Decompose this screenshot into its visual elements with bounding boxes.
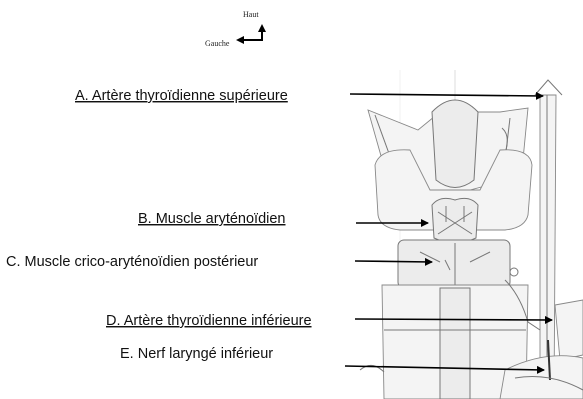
orientation-compass: Haut Gauche	[205, 10, 266, 48]
label-a-group: A. Artère thyroïdienne supérieure	[75, 88, 543, 104]
label-c-text: C. Muscle crico-aryténoïdien postérieur	[6, 254, 258, 270]
label-a-arrow	[350, 94, 543, 96]
label-c-arrow	[355, 261, 432, 262]
label-b-text: B. Muscle aryténoïdien	[138, 211, 286, 227]
compass-up-label: Haut	[243, 10, 259, 19]
label-d-arrow	[355, 319, 552, 320]
label-d-text: D. Artère thyroïdienne inférieure	[106, 313, 312, 329]
label-a-text: A. Artère thyroïdienne supérieure	[75, 88, 288, 104]
label-e-text: E. Nerf laryngé inférieur	[120, 346, 273, 362]
compass-left-label: Gauche	[205, 39, 230, 48]
label-c-group: C. Muscle crico-aryténoïdien postérieur	[6, 254, 432, 270]
larynx-illustration	[360, 70, 583, 399]
